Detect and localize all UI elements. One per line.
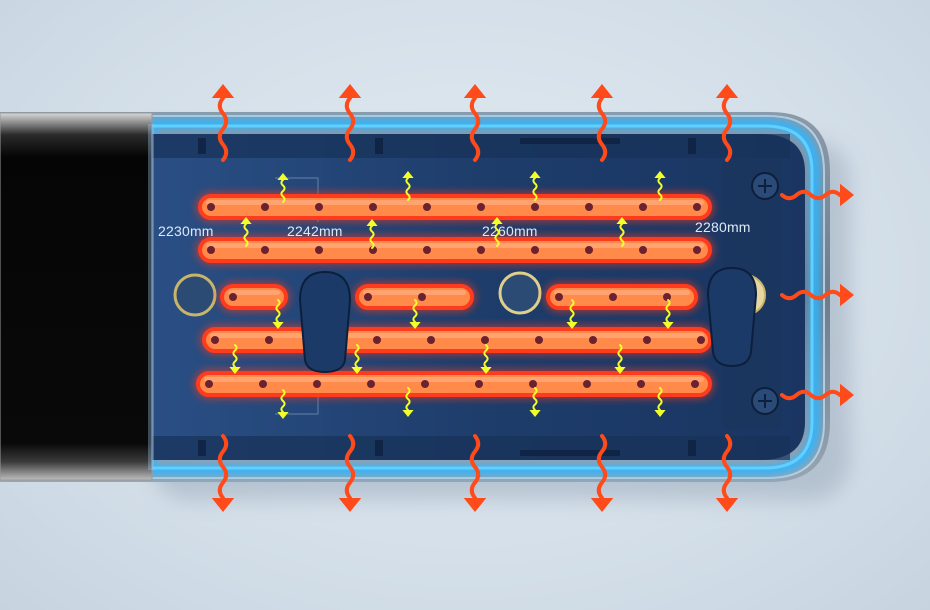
via-dot — [315, 246, 323, 254]
yellow-heat-arrow-icon — [240, 217, 252, 247]
via-dot — [261, 246, 269, 254]
via-dot — [313, 380, 321, 388]
via-dot — [265, 336, 273, 344]
heat-arrow-icon — [590, 84, 614, 162]
heat-capsule — [200, 325, 714, 355]
yellow-heat-arrow-icon — [480, 344, 492, 374]
cyan-glow-border — [145, 119, 820, 475]
via-dot — [369, 203, 377, 211]
yellow-heat-arrow-icon — [277, 173, 289, 203]
via-dot — [693, 246, 701, 254]
yellow-heat-arrow-icon — [654, 387, 666, 417]
heat-arrow-icon — [211, 84, 235, 162]
via-dot — [207, 203, 215, 211]
yellow-heat-arrow-icon — [272, 299, 284, 329]
yellow-heat-arrow-icon — [662, 299, 674, 329]
via-dot — [261, 203, 269, 211]
yellow-heat-arrow-icon — [616, 217, 628, 247]
via-dot — [205, 380, 213, 388]
via-dot — [475, 380, 483, 388]
yellow-heat-arrow-icon — [366, 219, 378, 249]
via-dot — [373, 336, 381, 344]
heat-arrow-icon — [780, 183, 854, 207]
yellow-heat-arrow-icon — [229, 344, 241, 374]
yellow-heat-arrow-icon — [409, 299, 421, 329]
yellow-heat-arrow-icon — [566, 299, 578, 329]
latch-left — [298, 270, 352, 374]
yellow-heat-arrow-icon — [491, 217, 503, 247]
via-dot — [691, 380, 699, 388]
yellow-heat-arrows — [229, 171, 674, 419]
standoff-2260 — [498, 271, 542, 315]
via-dot — [364, 293, 372, 301]
via-dot — [418, 293, 426, 301]
heat-arrow-icon — [715, 434, 739, 512]
via-dot — [535, 336, 543, 344]
heat-arrow-icon — [211, 434, 235, 512]
via-dot — [531, 203, 539, 211]
yellow-heat-arrow-icon — [351, 344, 363, 374]
via-dot — [427, 336, 435, 344]
yellow-heat-arrow-icon — [654, 171, 666, 201]
size-label-2280: 2280mm — [695, 219, 751, 235]
via-dot — [697, 336, 705, 344]
via-dot — [423, 246, 431, 254]
heat-capsule — [544, 282, 700, 312]
yellow-heat-arrow-icon — [529, 387, 541, 417]
heat-arrow-icon — [463, 84, 487, 162]
yellow-heat-arrow-icon — [614, 344, 626, 374]
via-dot — [663, 293, 671, 301]
heat-arrow-icon — [780, 283, 854, 307]
via-dot — [639, 246, 647, 254]
heat-arrow-icon — [780, 383, 854, 407]
latch-right — [706, 266, 758, 368]
via-dot — [229, 293, 237, 301]
via-dot — [639, 203, 647, 211]
yellow-heat-arrow-icon — [529, 171, 541, 201]
size-label-2230: 2230mm — [158, 223, 214, 239]
heat-arrow-icon — [590, 434, 614, 512]
heat-capsule — [218, 282, 290, 312]
via-dot — [585, 246, 593, 254]
red-heat-arrows — [211, 84, 854, 512]
standoff-2230 — [173, 273, 217, 317]
heat-arrow-icon — [463, 434, 487, 512]
yellow-heat-arrow-icon — [402, 171, 414, 201]
via-dot — [643, 336, 651, 344]
via-dot — [477, 203, 485, 211]
via-dot — [693, 203, 701, 211]
via-dot — [531, 246, 539, 254]
via-dot — [529, 380, 537, 388]
via-dot — [481, 336, 489, 344]
heat-capsule — [196, 192, 714, 222]
via-dot — [367, 380, 375, 388]
heat-capsule — [353, 282, 476, 312]
via-dot — [609, 293, 617, 301]
heat-capsule — [196, 235, 714, 265]
via-dot — [207, 246, 215, 254]
via-dot — [259, 380, 267, 388]
via-dot — [589, 336, 597, 344]
heat-arrow-icon — [338, 84, 362, 162]
via-dot — [555, 293, 563, 301]
yellow-heat-arrow-icon — [277, 389, 289, 419]
via-dot — [637, 380, 645, 388]
via-dot — [421, 380, 429, 388]
via-dot — [315, 203, 323, 211]
via-dot — [585, 203, 593, 211]
ssd-stick — [0, 113, 152, 480]
via-dot — [477, 246, 485, 254]
heat-arrow-icon — [715, 84, 739, 162]
via-dot — [211, 336, 219, 344]
heat-capsule — [194, 369, 714, 399]
size-label-2242: 2242mm — [287, 223, 343, 239]
size-label-2260: 2260mm — [482, 223, 538, 239]
via-dot — [423, 203, 431, 211]
via-dot — [583, 380, 591, 388]
heat-arrow-icon — [338, 434, 362, 512]
yellow-heat-arrow-icon — [402, 387, 414, 417]
